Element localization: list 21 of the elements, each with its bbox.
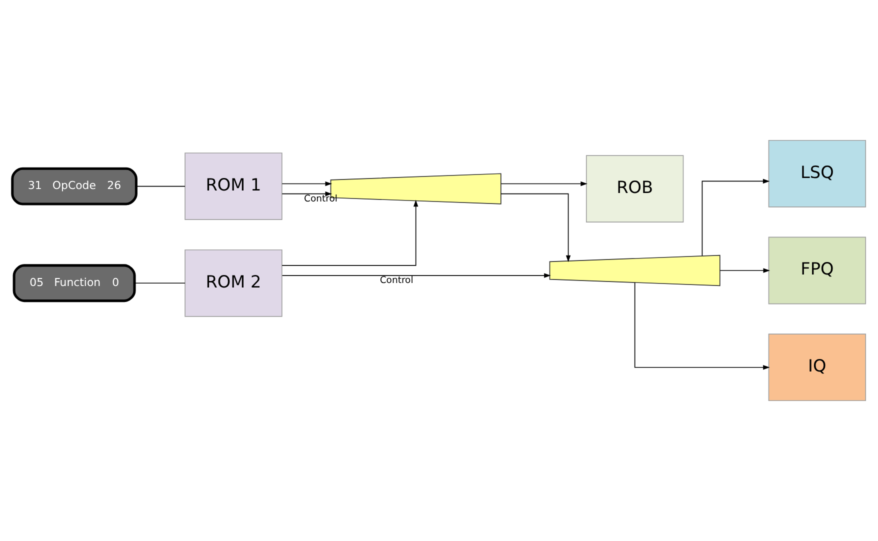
arrow	[634, 282, 770, 370]
connector	[136, 186, 186, 187]
edge-label: Control	[380, 274, 414, 286]
node-box: LSQ	[768, 140, 866, 208]
arrow	[500, 181, 588, 186]
arrow	[282, 192, 332, 196]
connector	[134, 282, 186, 284]
arrow	[282, 273, 551, 278]
edge-label: Control	[304, 193, 338, 204]
node-box: ROB	[586, 155, 684, 222]
arrow	[282, 181, 332, 186]
node-box: 31 OpCode 26	[11, 167, 138, 206]
node-box: 05 Function 0	[12, 264, 136, 302]
arrow	[702, 178, 770, 256]
node-box: ROM 1	[184, 152, 282, 220]
arrow	[500, 193, 571, 262]
arrow	[282, 200, 418, 266]
node-box: FPQ	[768, 236, 866, 304]
arrow	[720, 268, 770, 273]
node-box: IQ	[768, 334, 866, 402]
node-box: ROM 2	[184, 249, 282, 317]
